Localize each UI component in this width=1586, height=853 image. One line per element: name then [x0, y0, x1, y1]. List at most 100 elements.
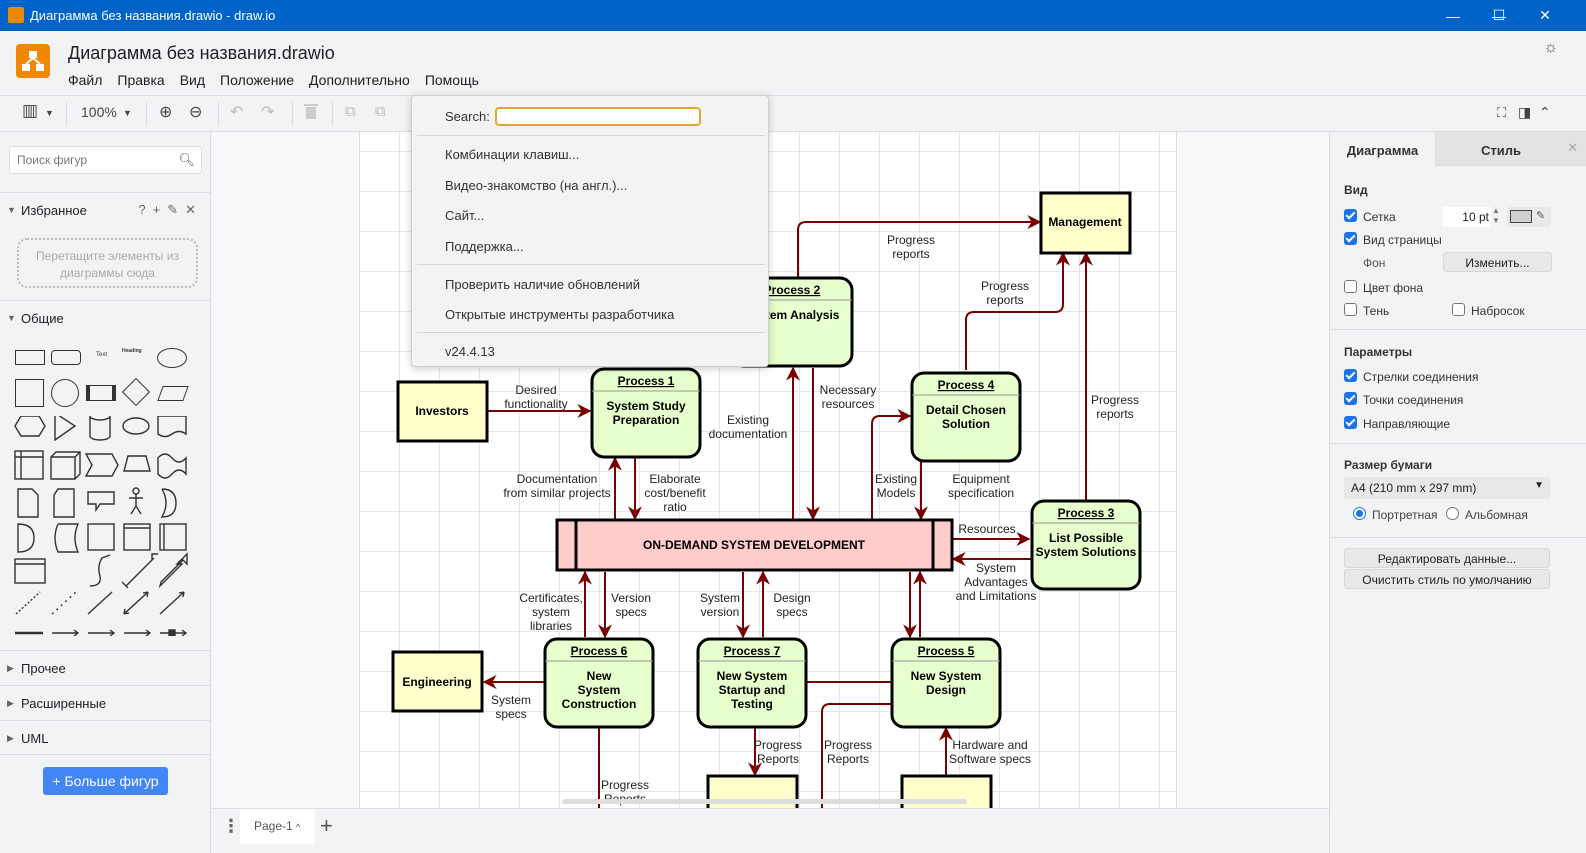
edge-label-hw-sw[interactable]: Software specs: [949, 752, 1031, 766]
pages-menu-icon[interactable]: ⋮: [222, 816, 240, 836]
maximize-button-2[interactable]: ☐: [1476, 0, 1522, 31]
menu-item-check-updates[interactable]: Проверить наличие обновлений: [445, 277, 640, 292]
connection-points-checkbox[interactable]: [1344, 392, 1357, 405]
zoom-out-icon[interactable]: ⊖: [189, 104, 203, 121]
minimize-button[interactable]: —: [1476, 0, 1522, 31]
portrait-radio[interactable]: [1353, 507, 1366, 520]
edge-label-progress-top[interactable]: reports: [892, 247, 929, 261]
page-tab-page-1[interactable]: Page-1 ^: [240, 809, 315, 844]
edge-label-progress-p3[interactable]: Progress: [1091, 393, 1139, 407]
shape-search-input[interactable]: Поиск фигур 🔍︎: [9, 146, 202, 174]
shape-heading[interactable]: Heading: [122, 348, 142, 354]
section-general[interactable]: ▼ Общие: [0, 300, 211, 334]
menu-item-shortcuts[interactable]: Комбинации клавиш...: [445, 147, 580, 162]
edge-label-existing-doc[interactable]: documentation: [709, 427, 788, 441]
edge-label-progress-top[interactable]: Progress: [887, 233, 935, 247]
connection-arrows-checkbox[interactable]: [1344, 369, 1357, 382]
edge-label-design-specs[interactable]: Design: [773, 591, 810, 605]
document-title[interactable]: Диаграмма без названия.drawio: [68, 43, 335, 63]
sketch-checkbox[interactable]: [1452, 303, 1465, 316]
edge-label-progress-p7[interactable]: Progress: [754, 738, 802, 752]
edge-label-elaborate[interactable]: Elaborate: [649, 472, 701, 486]
search-icon[interactable]: 🔍︎: [178, 152, 195, 167]
menu-help[interactable]: Помощь: [424, 72, 479, 88]
edge-label-progress-p7[interactable]: Reports: [757, 752, 799, 766]
edit-data-button[interactable]: Редактировать данные...: [1344, 548, 1550, 568]
edge-label-necessary[interactable]: resources: [822, 397, 875, 411]
shadow-checkbox[interactable]: [1344, 303, 1357, 316]
page-view-checkbox[interactable]: [1344, 232, 1357, 245]
redo-icon[interactable]: ↷: [261, 104, 275, 121]
edge-label-system-specs[interactable]: System: [491, 693, 531, 707]
favorites-dropzone[interactable]: Перетащите элементы из диаграммы сюда: [17, 238, 198, 288]
edge-label-advantages[interactable]: Advantages: [964, 575, 1027, 589]
edge-label-desired[interactable]: Desired: [515, 383, 556, 397]
clear-default-style-button[interactable]: Очистить стиль по умолчанию: [1344, 569, 1550, 589]
shape-circle[interactable]: [51, 379, 79, 407]
shape-diamond[interactable]: [121, 377, 151, 407]
edge-label-necessary[interactable]: Necessary: [820, 383, 877, 397]
bg-color-checkbox[interactable]: [1344, 280, 1357, 293]
shape-square[interactable]: [15, 379, 44, 407]
menu-file[interactable]: Файл: [68, 72, 103, 88]
grid-checkbox[interactable]: [1344, 209, 1357, 222]
edge-label-certificates[interactable]: Certificates,: [519, 591, 582, 605]
landscape-radio[interactable]: [1446, 507, 1459, 520]
edge-label-equipment[interactable]: specification: [948, 486, 1014, 500]
shape-rectangle[interactable]: [15, 350, 45, 365]
menu-view[interactable]: Вид: [179, 72, 206, 88]
edge-label-doc-similar[interactable]: Documentation: [517, 472, 598, 486]
edit-icon[interactable]: ✎: [167, 202, 186, 217]
horizontal-scrollbar[interactable]: [562, 799, 967, 804]
tab-style[interactable]: Стиль: [1435, 132, 1586, 166]
edge-label-progress-p4[interactable]: Progress: [981, 279, 1029, 293]
help-icon[interactable]: ?: [138, 202, 153, 217]
edge-label-existing-models[interactable]: Existing: [875, 472, 917, 486]
theme-toggle-icon[interactable]: ☼: [1543, 39, 1558, 56]
edge-label-progress-p5[interactable]: Reports: [827, 752, 869, 766]
change-background-button[interactable]: Изменить...: [1443, 252, 1552, 272]
edge-label-advantages[interactable]: and Limitations: [956, 589, 1037, 603]
diagram-canvas[interactable]: Management Investors Engineering ON-DEMA…: [212, 132, 1329, 808]
edge-label-doc-similar[interactable]: from similar projects: [503, 486, 610, 500]
menu-edit[interactable]: Правка: [117, 72, 165, 88]
section-misc[interactable]: ▶ Прочее: [0, 650, 211, 684]
edge-label-equipment[interactable]: Equipment: [952, 472, 1010, 486]
edge-label-progress-p5[interactable]: Progress: [824, 738, 872, 752]
edge-label-system-version[interactable]: System: [700, 591, 740, 605]
shape-parallelogram[interactable]: [157, 386, 189, 401]
add-page-icon[interactable]: +: [320, 813, 333, 838]
edge-label-certificates[interactable]: libraries: [530, 619, 572, 633]
edge-label-progress-p3[interactable]: reports: [1096, 407, 1133, 421]
menu-extras[interactable]: Дополнительно: [309, 72, 410, 88]
edge-label-design-specs[interactable]: specs: [776, 605, 807, 619]
zoom-in-icon[interactable]: ⊕: [159, 104, 173, 121]
edge-label-existing-models[interactable]: Models: [877, 486, 916, 500]
edge-label-version-specs[interactable]: Version: [611, 591, 651, 605]
edge-label-resources[interactable]: Resources: [958, 522, 1015, 536]
edge-label-certificates[interactable]: system: [532, 605, 570, 619]
tab-diagram[interactable]: Диаграмма: [1330, 132, 1435, 166]
grid-size-input[interactable]: 10 pt: [1443, 207, 1491, 227]
minimize-button-2[interactable]: —: [1430, 0, 1476, 31]
edge-label-elaborate[interactable]: ratio: [663, 500, 687, 514]
help-search-input[interactable]: [495, 107, 701, 126]
shape-process[interactable]: [86, 385, 116, 401]
chevron-down-icon[interactable]: ▼: [45, 108, 54, 118]
grid-color-button[interactable]: ✎: [1507, 207, 1551, 227]
chevron-up-icon[interactable]: ^: [296, 822, 301, 832]
add-icon[interactable]: +: [152, 202, 168, 217]
to-back-icon[interactable]: ⧉: [375, 103, 386, 120]
close-panel-icon[interactable]: ✕: [1567, 140, 1578, 155]
shape-rounded-rectangle[interactable]: [51, 350, 81, 365]
section-uml[interactable]: ▶ UML: [0, 720, 211, 754]
shape-ellipse[interactable]: [157, 348, 187, 368]
panel-layout-icon[interactable]: ▥: [22, 101, 39, 120]
edge-label-progress-p6[interactable]: Progress: [601, 778, 649, 792]
fullscreen-icon[interactable]: ⛶: [1497, 105, 1507, 120]
edge-label-system-specs[interactable]: specs: [495, 707, 526, 721]
